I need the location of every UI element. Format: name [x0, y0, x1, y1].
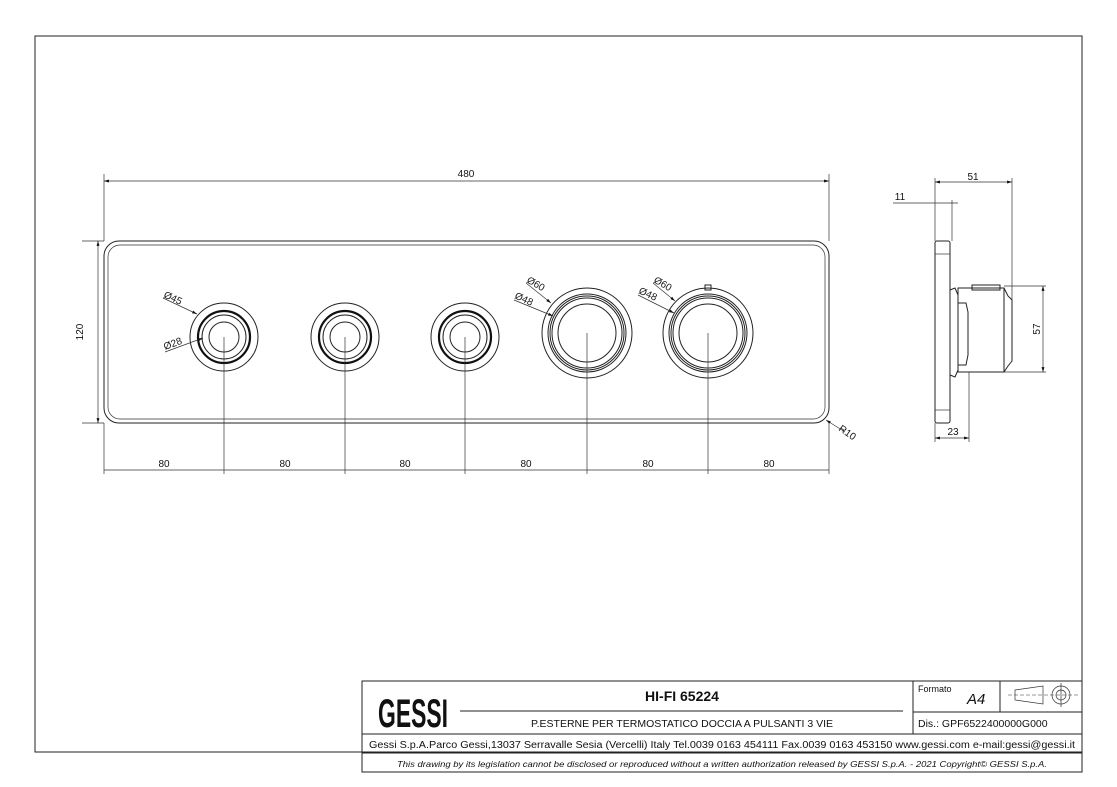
dim-radius: R10	[836, 423, 858, 443]
dim-spacing-3: 80	[399, 459, 411, 470]
dim-spacing-2: 80	[279, 459, 291, 470]
format-value: A4	[966, 691, 985, 708]
drawing-description: P.ESTERNE PER TERMOSTATICO DOCCIA A PULS…	[531, 718, 833, 730]
dim-width: 480	[458, 169, 475, 180]
format-label: Formato	[918, 684, 952, 694]
center-lines	[82, 174, 830, 474]
dim-height: 120	[75, 323, 86, 340]
dim-spacing-6: 80	[763, 459, 775, 470]
gessi-logo: GESSI	[378, 692, 448, 736]
projection-symbol-icon	[1008, 683, 1078, 707]
dim-large-outer-1: 60	[531, 279, 547, 294]
dim-large-inner-2: 48	[644, 289, 659, 304]
sheet-border	[34, 35, 1083, 753]
drawing-title: HI-FI 65224	[645, 688, 719, 704]
svg-text:Ø28: Ø28	[162, 336, 184, 353]
svg-text:Ø60: Ø60	[525, 275, 547, 294]
dim-small-outer: 45	[169, 293, 184, 308]
dim-plate-thickness: 11	[895, 192, 906, 203]
dim-large-inner-1: 48	[520, 294, 535, 309]
dim-body-height: 57	[1032, 323, 1043, 335]
dim-large-outer-2: 60	[658, 279, 674, 294]
dim-depth: 51	[967, 172, 979, 183]
svg-text:Ø48: Ø48	[513, 291, 535, 309]
dim-spacing-4: 80	[520, 459, 532, 470]
front-view: 480 120 80 80 80 80 80 80 Ø45 Ø28 Ø60 Ø4…	[75, 169, 858, 474]
side-view: 51 11 57 23	[893, 172, 1046, 442]
svg-text:Ø60: Ø60	[652, 275, 674, 294]
title-block: GESSI HI-FI 65224 P.ESTERNE PER TERMOSTA…	[361, 680, 1083, 773]
dim-small-inner: 28	[170, 336, 185, 350]
dim-offset: 23	[947, 427, 959, 438]
dim-spacing-1: 80	[158, 459, 170, 470]
copyright-notice: This drawing by its legislation cannot b…	[397, 759, 1047, 769]
company-address: Gessi S.p.A.Parco Gessi,13037 Serravalle…	[369, 740, 1075, 751]
plate-inner-outline	[107, 244, 826, 420]
svg-text:Ø45: Ø45	[162, 290, 184, 308]
svg-text:Ø48: Ø48	[637, 286, 659, 304]
drawing-number: Dis.: GPF6522400000G000	[918, 718, 1048, 730]
dim-spacing-5: 80	[642, 459, 654, 470]
plate-outline	[103, 240, 830, 424]
